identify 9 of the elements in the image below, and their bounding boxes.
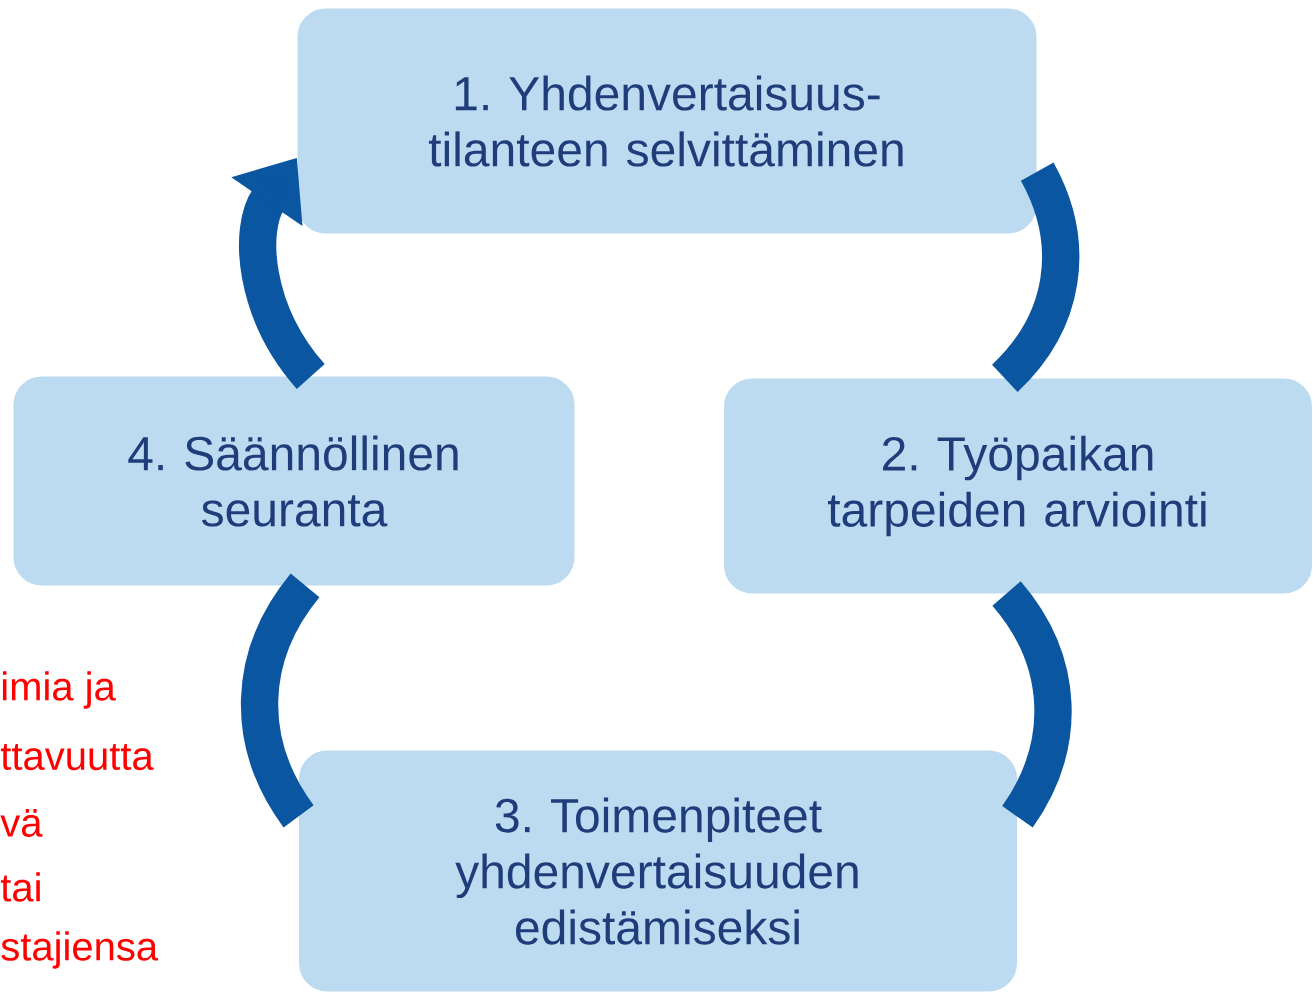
process-box: 3. Toimenpiteet yhdenvertaisuuden edistämiseksi — [297, 748, 1019, 993]
process-box: 2. Työpaikan tarpeiden arviointi — [722, 376, 1313, 596]
process-box: 4. Säännöllinen seuranta — [11, 374, 577, 588]
note-text: ttavuutta — [0, 743, 154, 771]
process-box: 1. Yhdenvertaisuus- tilanteen selvittäminen — [295, 6, 1039, 236]
note-text: tai — [0, 872, 40, 902]
note-text: vä — [0, 809, 43, 837]
note-text: stajiensa — [1, 931, 159, 969]
note-text: imia ja — [2, 671, 116, 709]
